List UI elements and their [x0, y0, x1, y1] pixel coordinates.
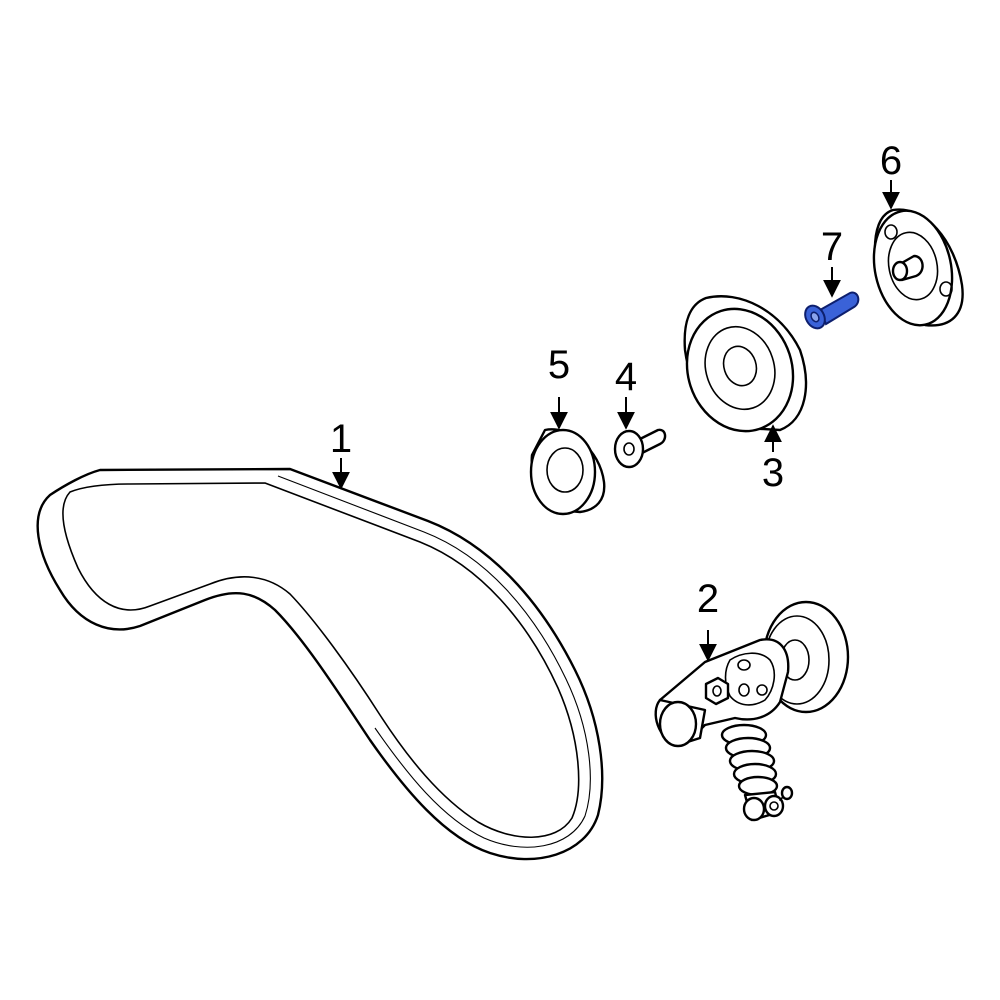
- mounting-bolt[interactable]: [801, 291, 860, 332]
- callout-3: 3: [762, 424, 784, 495]
- dust-cover[interactable]: [529, 428, 606, 516]
- callout-label-7: 7: [821, 225, 843, 269]
- damper-spring: [720, 723, 779, 797]
- belt-tensioner[interactable]: [654, 600, 850, 822]
- callout-label-4: 4: [615, 355, 637, 399]
- pulley-bracket[interactable]: [864, 203, 964, 332]
- callout-label-2: 2: [697, 577, 719, 621]
- callout-7: 7: [821, 225, 843, 298]
- callout-1: 1: [330, 417, 352, 490]
- callout-label-6: 6: [880, 139, 902, 183]
- serpentine-belt[interactable]: [36, 467, 604, 861]
- callout-4: 4: [615, 355, 637, 430]
- callout-label-5: 5: [548, 343, 570, 387]
- idler-pulley[interactable]: [671, 295, 808, 445]
- callout-2: 2: [697, 577, 719, 662]
- callout-label-3: 3: [762, 451, 784, 495]
- callout-label-1: 1: [330, 417, 352, 461]
- callout-6: 6: [880, 139, 902, 210]
- pulley-bolt[interactable]: [613, 428, 667, 469]
- callout-5: 5: [548, 343, 570, 430]
